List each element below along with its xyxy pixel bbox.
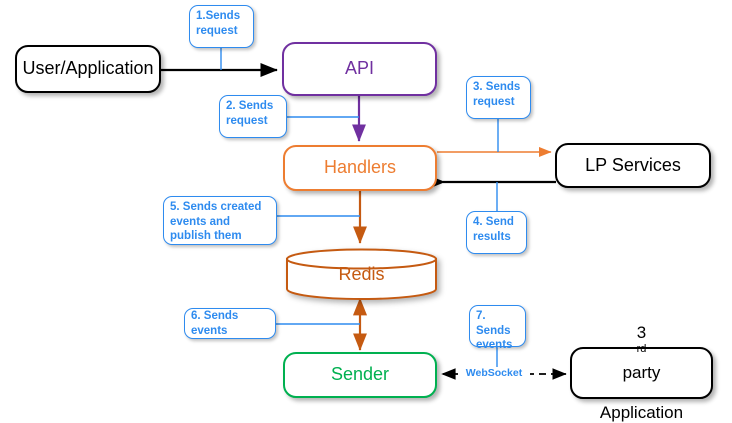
- callout-step-2[interactable]: 2. Sends request: [219, 95, 287, 138]
- node-api-label: API: [344, 58, 374, 79]
- callout-step-7[interactable]: 7. Sends events: [469, 305, 526, 351]
- node-handlers[interactable]: Handlers: [283, 145, 437, 191]
- callout-step-5[interactable]: 5. Sends created events and publish them: [163, 196, 277, 245]
- node-lp-services[interactable]: LP Services: [555, 143, 711, 188]
- node-sender[interactable]: Sender: [283, 352, 437, 398]
- callout-step-4[interactable]: 4. Send results: [466, 211, 527, 254]
- node-redis-label: Redis: [338, 263, 385, 284]
- node-redis-database[interactable]: Redis: [285, 248, 438, 300]
- callout-step-3[interactable]: 3. Sends request: [466, 76, 531, 119]
- node-api[interactable]: API: [282, 42, 437, 96]
- node-user-application[interactable]: User/Application: [15, 45, 161, 93]
- node-sender-label: Sender: [330, 364, 390, 385]
- third-party-line2: Application: [599, 403, 684, 423]
- third-party-line1-suffix: party: [622, 363, 661, 383]
- callout-step-6[interactable]: 6. Sends events: [184, 308, 276, 339]
- node-user-application-label: User/Application: [22, 58, 154, 79]
- third-party-ordinal-suffix: rd: [636, 342, 647, 355]
- node-handlers-label: Handlers: [323, 157, 397, 178]
- third-party-prefix: 3: [636, 322, 647, 342]
- callout-step-1[interactable]: 1.Sends request: [189, 5, 254, 48]
- cylinder-icon: [286, 248, 437, 300]
- node-lp-services-label: LP Services: [585, 154, 681, 175]
- edge-label-websocket: WebSocket: [458, 367, 530, 379]
